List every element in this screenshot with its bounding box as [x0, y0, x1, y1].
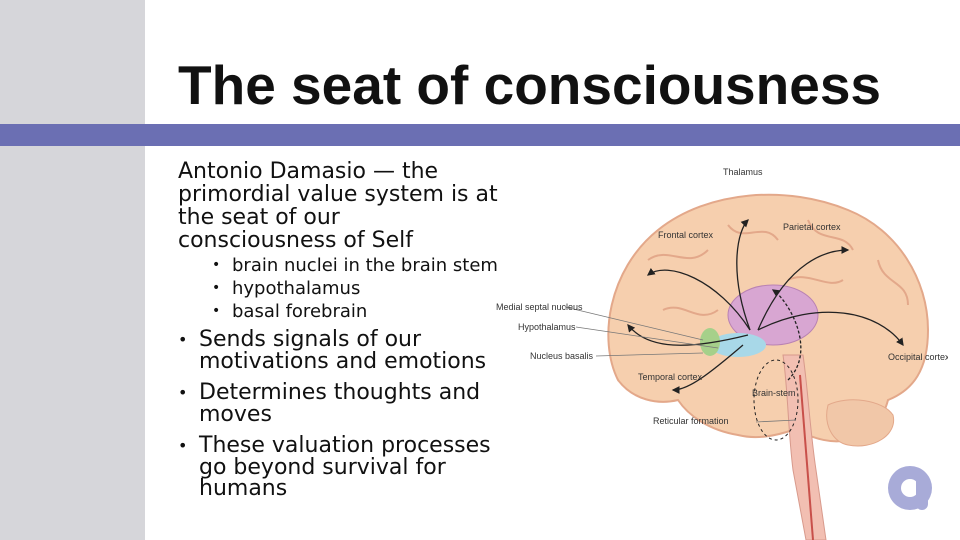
- projection-arrow: [771, 289, 802, 381]
- label-brain-stem: Brain-stem: [752, 388, 796, 398]
- label-parietal-cortex: Parietal cortex: [783, 222, 841, 232]
- reticular-formation-region: [753, 359, 799, 441]
- label-reticular-formation: Reticular formation: [653, 416, 729, 426]
- main-bullet: Determines thoughts and moves: [178, 382, 498, 426]
- hypothalamus-region: [710, 333, 766, 357]
- projection-arrow: [671, 344, 744, 394]
- brain-illustration: Thalamus Frontal cortex Parietal cortex …: [496, 167, 948, 540]
- label-medial-septal-nucleus: Medial septal nucleus: [496, 302, 583, 312]
- label-occipital-cortex: Occipital cortex: [888, 352, 948, 362]
- main-bullet: These valuation processes go beyond surv…: [178, 435, 498, 500]
- projection-arrow: [627, 323, 749, 346]
- label-thalamus: Thalamus: [723, 167, 763, 177]
- lead-paragraph: Antonio Damasio — the primordial value s…: [178, 159, 498, 253]
- label-temporal-cortex: Temporal cortex: [638, 372, 703, 382]
- side-strip: [0, 0, 145, 540]
- pointer-line: [755, 419, 797, 423]
- sub-bullet: basal forebrain: [212, 302, 498, 321]
- projection-arrow: [646, 267, 751, 331]
- projection-arrow: [736, 219, 751, 331]
- sub-bullet: hypothalamus: [212, 279, 498, 298]
- projection-arrow: [757, 246, 850, 331]
- main-bullet-list: Sends signals of our motivations and emo…: [178, 329, 498, 500]
- sub-bullet-list: brain nuclei in the brain stem hypothala…: [212, 256, 498, 321]
- label-hypothalamus: Hypothalamus: [518, 322, 576, 332]
- projection-arrow: [757, 311, 904, 347]
- brain-diagram: Thalamus Frontal cortex Parietal cortex …: [488, 150, 948, 540]
- sub-bullet: brain nuclei in the brain stem: [212, 256, 498, 275]
- thalamus-region: [727, 284, 819, 346]
- title-accent-bar: [0, 124, 960, 146]
- slide-title: The seat of consciousness: [178, 54, 881, 116]
- label-frontal-cortex: Frontal cortex: [658, 230, 714, 240]
- a-logo-icon: [880, 456, 940, 520]
- cortex-folds: [647, 219, 909, 316]
- spinal-line: [799, 374, 814, 540]
- pointer-line: [575, 326, 719, 349]
- pointer-line: [595, 352, 704, 357]
- septal-region: [700, 328, 720, 356]
- slide-body: Antonio Damasio — the primordial value s…: [178, 160, 498, 510]
- main-bullet: Sends signals of our motivations and emo…: [178, 329, 498, 373]
- label-nucleus-basalis: Nucleus basalis: [530, 351, 594, 361]
- pointer-line: [564, 306, 704, 341]
- cerebellum-shape: [826, 399, 895, 447]
- brain-stem-shape: [782, 354, 827, 540]
